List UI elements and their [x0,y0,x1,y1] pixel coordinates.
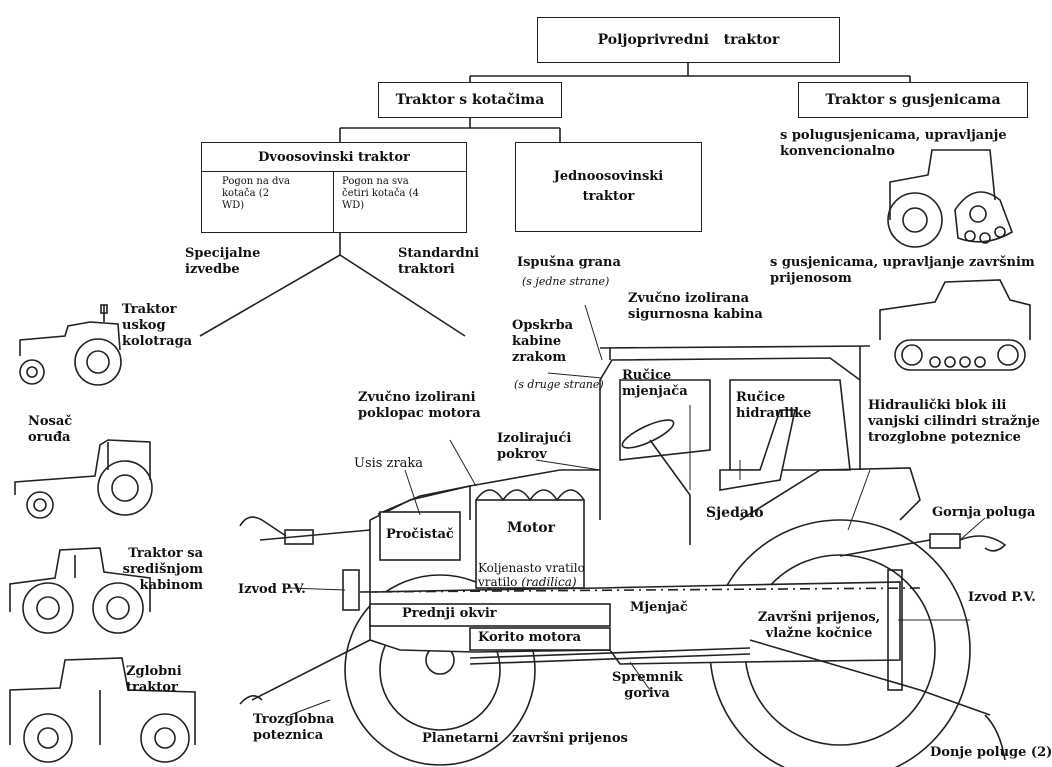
tracked-label: Traktor s gusjenicama [825,92,1001,108]
two-axle-label: Dvoosovinski traktor [258,149,410,165]
root-box: Poljoprivredni traktor [537,17,840,63]
cab-label: Zvučno izolirana sigurnosna kabina [628,291,763,322]
center-cab-tractor-drawing [9,547,151,634]
gearbox-label: Mjenjač [630,600,688,615]
insulation-label: Izolirajući pokrov [497,431,572,462]
two-wd-box: Pogon na dva kotača (2 WD) [201,171,334,233]
articulated-label: Zglobni traktor [126,664,182,695]
gear-levers-label: Ručice mjenjača [622,368,688,399]
three-point-hitch-label: Trozglobna poteznica [253,712,335,743]
top-link-label: Gornja poluga [932,505,1036,520]
wheeled-label: Traktor s kotačima [395,92,545,108]
front-pto-label: Izvod P.V. [238,582,306,597]
hydraulic-block-label: Hidraulički blok ili vanjski cilindri st… [868,398,1040,445]
articulated-tractor-drawing [9,657,196,763]
planetary-label: Planetarni završni prijenos [422,731,628,746]
root-label: Poljoprivredni traktor [597,32,780,48]
engine-label: Motor [507,520,556,536]
wheeled-box: Traktor s kotačima [378,82,562,118]
full-track-label: s gusjenicama, upravljanje završnim prij… [770,255,1035,286]
hood-label: Zvučno izolirani poklopac motora [358,390,481,421]
hyd-levers-label: Ručice hidraulike [736,390,812,421]
center-cab-label: Traktor sa središnjom kabinom [122,546,203,593]
single-axle-box: Jednoosovinski traktor [515,142,702,232]
exhaust-note: (s jedne strane) [522,275,610,288]
narrow-track-tractor-drawing [19,304,122,386]
four-wd-label: Pogon na sva četiri kotača (4 WD) [342,176,419,211]
filter-label: Pročistač [386,527,454,542]
crankshaft-sub: vratilo (radilica) [478,575,577,589]
standard-label: Standardni traktori [398,246,480,277]
half-track-label: s polugusjenicama, upravljanje konvencio… [780,128,1007,159]
rear-pto-label: Izvod P.V. [968,590,1036,605]
final-drive-label: Završni prijenos, vlažne kočnice [757,610,881,641]
single-axle-label: Jednoosovinski traktor [553,169,664,204]
tool-carrier-drawing [14,439,153,519]
tool-carrier-label: Nosač oruđa [28,414,73,445]
tree-connectors [199,62,911,337]
exhaust-label: Ispušna grana [517,255,621,270]
front-frame-label: Prednji okvir [402,606,497,621]
crankshaft-note: (radilica) [521,575,577,589]
special-label: Specijalne izvedbe [185,246,261,277]
two-wd-label: Pogon na dva kotača (2 WD) [222,176,290,211]
seat-label: Sjedalo [706,505,764,521]
air-intake-label: Usis zraka [354,456,424,471]
two-axle-box: Dvoosovinski traktor [201,142,467,172]
narrow-track-label: Traktor uskog kolotraga [122,302,193,349]
fuel-tank-label: Spremnik goriva [612,670,683,701]
lower-links-label: Donje poluge (2) [930,745,1052,760]
oil-pan-label: Korito motora [478,630,582,645]
full-track-tractor-drawing [879,279,1031,371]
crankshaft-label: Koljenasto vratilo [478,561,585,575]
air-supply-label: Opskrba kabine zrakom [512,318,574,365]
four-wd-box: Pogon na sva četiri kotača (4 WD) [333,171,467,233]
main-tractor-drawing [239,345,1007,767]
air-supply-note: (s druge strane) [514,378,604,391]
tracked-box: Traktor s gusjenicama [798,82,1028,118]
leader-lines [289,304,986,716]
half-track-tractor-drawing [887,149,1013,248]
